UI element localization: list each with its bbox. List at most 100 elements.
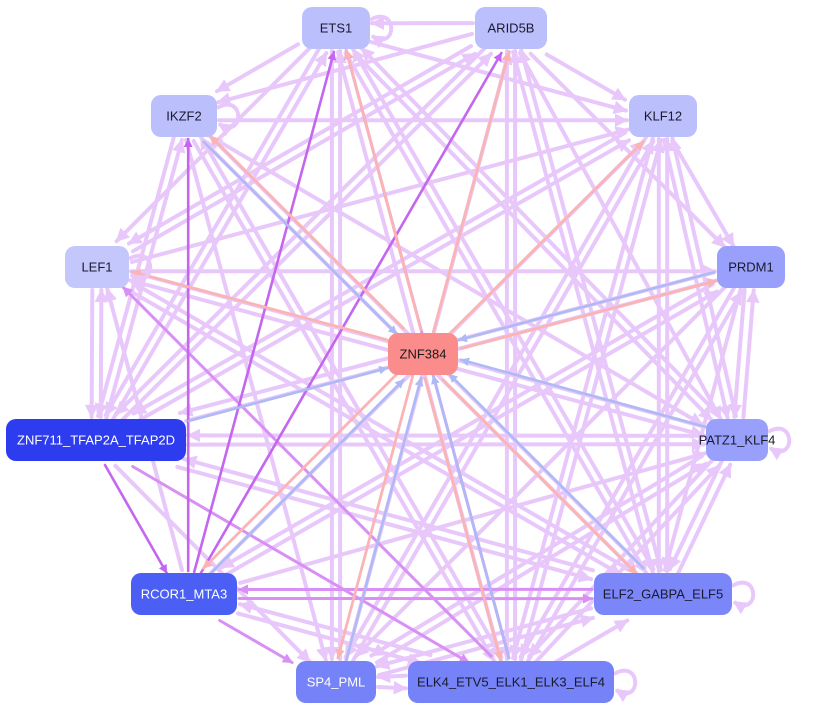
node-rcor1[interactable]: RCOR1_MTA3 [131, 573, 237, 615]
node-znf711[interactable]: ZNF711_TFAP2A_TFAP2D [6, 419, 186, 461]
edge-elk4-to-elf2 [552, 618, 630, 665]
edge-ets1-to-elf2 [343, 51, 649, 575]
edge-arid5b-to-lef1 [127, 44, 473, 246]
node-ikzf2[interactable]: IKZF2 [151, 95, 217, 137]
node-box [131, 573, 237, 615]
node-box [302, 7, 370, 49]
node-box [594, 573, 732, 615]
edge-znf384-to-sp4 [335, 374, 415, 660]
node-label: ZNF711_TFAP2A_TFAP2D [17, 433, 175, 448]
self-loop-ets1 [369, 14, 394, 49]
edge-ets1-to-klf12 [369, 40, 628, 114]
edge-klf12-to-znf711 [131, 130, 627, 416]
edge-prdm1-to-sp4 [353, 285, 727, 659]
edge-arid5b-to-klf12 [544, 52, 627, 102]
node-label: IKZF2 [166, 109, 201, 124]
edge-znf711-to-ets1 [111, 51, 329, 421]
edge-znf711-to-klf12 [136, 138, 631, 423]
node-box [388, 333, 458, 375]
node-box [475, 7, 547, 49]
edge-znf384-to-klf12 [448, 140, 645, 336]
node-prdm1[interactable]: PRDM1 [717, 246, 785, 288]
edge-znf384-to-lef1 [130, 269, 389, 342]
edge-klf12-to-prdm1 [670, 139, 736, 248]
edge-klf12-to-sp4 [343, 135, 649, 659]
edge-ikzf2-to-znf384 [202, 140, 398, 336]
edge-rcor1-to-elk4 [236, 611, 423, 667]
edge-znf711-to-elk4 [131, 465, 471, 664]
edge-elk4-to-rcor1 [238, 600, 433, 658]
node-box [6, 419, 186, 461]
edge-elf2-to-lef1 [131, 280, 628, 570]
edge-patz1-to-klf12 [668, 136, 738, 419]
edge-rcor1-to-sp4 [218, 619, 294, 664]
node-label: ARID5B [488, 21, 535, 36]
edge-prdm1-to-rcor1 [219, 282, 715, 570]
edge-lef1-to-klf12 [130, 126, 630, 264]
edge-elf2-to-znf384 [448, 372, 645, 570]
edge-znf384-to-prdm1 [459, 278, 718, 350]
edge-znf711-to-znf384 [187, 365, 389, 423]
edge-prdm1-to-elk4 [518, 286, 736, 659]
node-patz1[interactable]: PATZ1_KLF4 [699, 419, 776, 461]
edge-elk4-to-klf12 [519, 138, 665, 662]
node-label: LEF1 [81, 260, 112, 275]
node-box [296, 661, 376, 703]
edge-rcor1-to-arid5b [199, 51, 503, 575]
edge-znf711-to-rcor1 [103, 463, 168, 575]
edge-znf384-to-elk4 [423, 376, 504, 662]
self-loop-layer [128, 14, 792, 703]
edge-elf2-to-sp4 [375, 606, 593, 670]
node-elk4[interactable]: ELK4_ETV5_ELK1_ELK3_ELF4 [408, 661, 614, 703]
node-klf12[interactable]: KLF12 [629, 95, 697, 137]
node-label: ELF2_GABPA_ELF5 [603, 587, 723, 602]
node-box [706, 419, 768, 461]
node-box [408, 661, 614, 703]
edge-elf2-to-znf711 [182, 455, 595, 573]
node-arid5b[interactable]: ARID5B [475, 7, 547, 49]
edge-sp4-to-klf12 [350, 139, 656, 663]
node-box [65, 246, 129, 288]
node-label: PRDM1 [728, 260, 774, 275]
edge-patz1-to-ets1 [359, 46, 720, 417]
edge-sp4-to-znf384 [344, 376, 424, 662]
edge-znf384-to-elf2 [441, 378, 638, 576]
self-loop-elk4 [613, 668, 638, 703]
self-loop-patz1 [767, 426, 792, 461]
node-label: SP4_PML [307, 675, 366, 690]
edge-rcor1-to-prdm1 [224, 289, 719, 577]
edge-ikzf2-to-sp4 [184, 138, 330, 662]
edge-rcor1-to-ets1 [192, 50, 337, 574]
edge-sp4-to-patz1 [374, 461, 709, 665]
edge-sp4-to-elk4 [376, 680, 408, 695]
self-loop-ikzf2 [216, 102, 241, 137]
node-lef1[interactable]: LEF1 [65, 246, 129, 288]
edge-elk4-to-lef1 [121, 285, 493, 658]
edge-elk4-to-znf384 [431, 374, 511, 660]
edge-elf2-to-patz1 [676, 462, 733, 575]
edge-znf384-to-ets1 [343, 48, 423, 332]
edge-znf384-to-rcor1 [202, 372, 399, 570]
edge-lef1-to-arid5b [131, 51, 477, 254]
node-znf384[interactable]: ZNF384 [388, 333, 458, 375]
edge-znf711-to-elf2 [175, 464, 593, 583]
edge-znf711-to-lef1 [94, 288, 109, 419]
edge-znf384-to-arid5b [431, 50, 512, 334]
self-loop-elf2 [731, 580, 756, 615]
edge-ikzf2-to-elk4 [191, 139, 497, 663]
node-box [629, 95, 697, 137]
node-label: PATZ1_KLF4 [699, 433, 776, 448]
edge-lef1-to-elf2 [127, 288, 623, 577]
edge-rcor1-to-znf384 [209, 378, 405, 576]
edge-elk4-to-sp4 [376, 669, 408, 684]
edge-elk4-to-ikzf2 [198, 135, 504, 659]
node-label: ELK4_ETV5_ELK1_ELK3_ELF4 [417, 675, 605, 690]
node-ets1[interactable]: ETS1 [302, 7, 370, 49]
node-sp4[interactable]: SP4_PML [296, 661, 376, 703]
edge-ets1-to-ikzf2 [215, 42, 300, 94]
edge-prdm1-to-elf2 [661, 287, 743, 572]
node-elf2[interactable]: ELF2_GABPA_ELF5 [594, 573, 732, 615]
node-label: KLF12 [644, 109, 682, 124]
